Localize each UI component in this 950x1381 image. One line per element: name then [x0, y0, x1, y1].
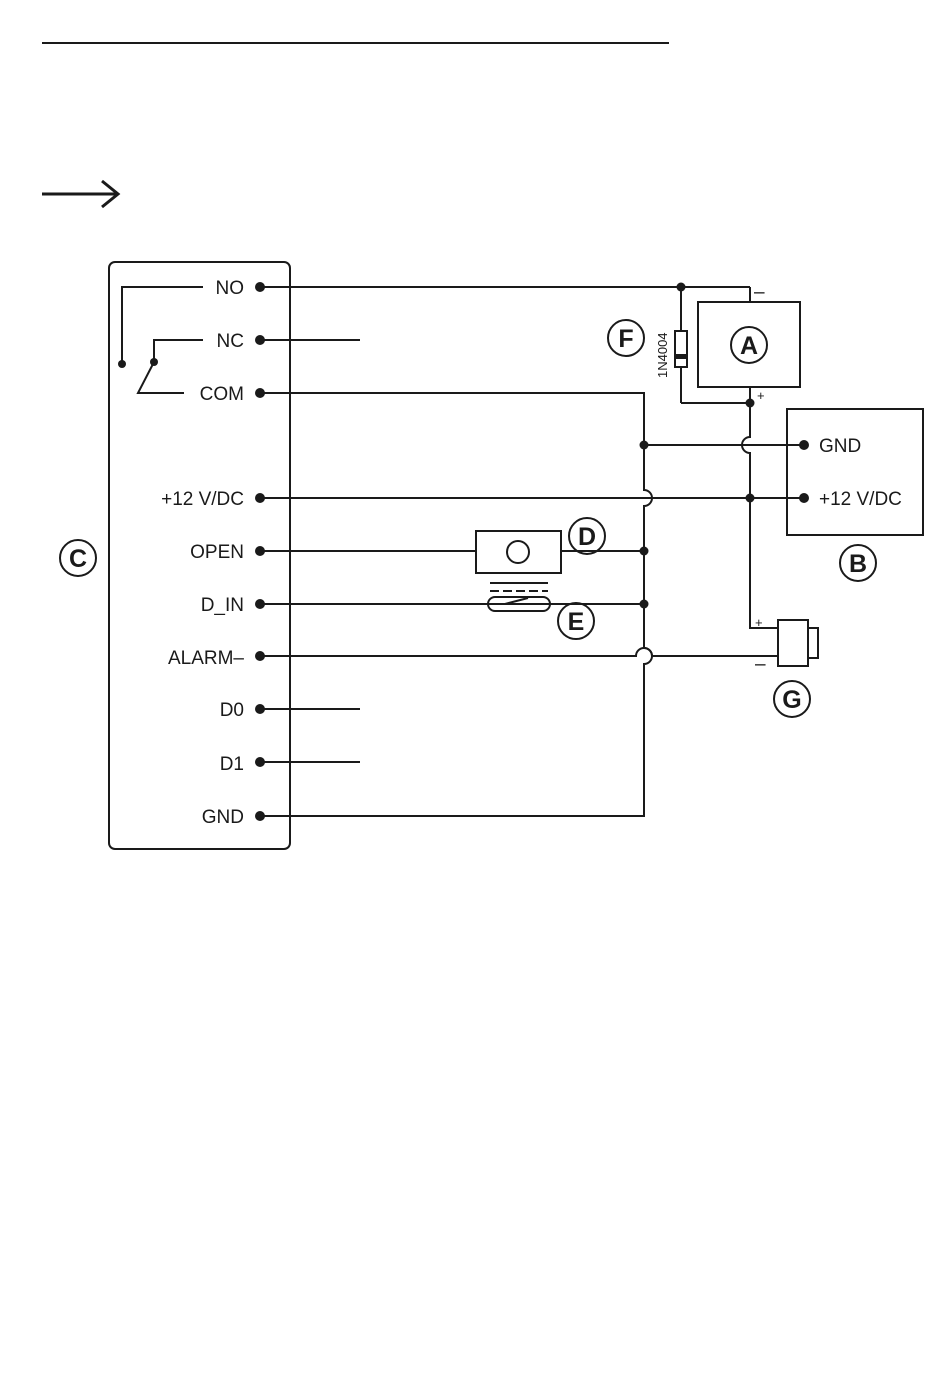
exit-button-box	[476, 531, 561, 573]
positive-bus	[742, 403, 778, 628]
svg-text:G: G	[782, 686, 801, 714]
terminal-com-label: COM	[200, 384, 244, 405]
terminal-gnd-label: GND	[202, 807, 244, 828]
svg-text:A: A	[740, 332, 758, 360]
lock-minus-label: –	[754, 282, 765, 303]
lock-plus-label: +	[757, 388, 765, 403]
callout-g: G	[774, 681, 810, 717]
terminal-open-label: OPEN	[190, 542, 244, 563]
callout-d: D	[569, 518, 605, 554]
terminal-nc-label: NC	[217, 331, 244, 352]
d-in-node	[640, 600, 649, 609]
terminal-12v-label: +12 V/DC	[161, 489, 244, 510]
terminal-alarm-label: ALARM–	[168, 648, 244, 669]
terminal-d1-label: D1	[220, 754, 244, 775]
svg-text:C: C	[69, 545, 87, 573]
exit-button-circle	[507, 541, 529, 563]
psu-12v-label: +12 V/DC	[819, 489, 902, 510]
terminal-no-label: NO	[216, 278, 245, 299]
siren	[778, 620, 818, 666]
gnd-node	[640, 441, 649, 450]
callout-b: B	[840, 545, 876, 581]
svg-text:F: F	[618, 325, 633, 353]
siren-plus-label: +	[755, 615, 763, 630]
callout-e: E	[558, 603, 594, 639]
relay-symbol	[118, 287, 203, 393]
power-supply-box	[787, 409, 923, 535]
diode-label: 1N4004	[655, 332, 670, 378]
psu-gnd-label: GND	[819, 436, 861, 457]
svg-text:E: E	[568, 608, 585, 636]
callout-c: C	[60, 540, 96, 576]
siren-minus-label: –	[755, 654, 766, 675]
reed-contact	[488, 583, 550, 611]
svg-text:B: B	[849, 550, 867, 578]
v12-node	[746, 494, 755, 503]
open-node	[640, 547, 649, 556]
callout-f: F	[608, 320, 644, 356]
terminal-d0-label: D0	[220, 700, 244, 721]
terminal-d-in-label: D_IN	[201, 595, 244, 616]
alarm-wire	[260, 648, 778, 656]
diode	[675, 287, 750, 403]
callout-a: A	[731, 327, 767, 363]
no-wire	[260, 283, 750, 303]
svg-text:D: D	[578, 523, 596, 551]
